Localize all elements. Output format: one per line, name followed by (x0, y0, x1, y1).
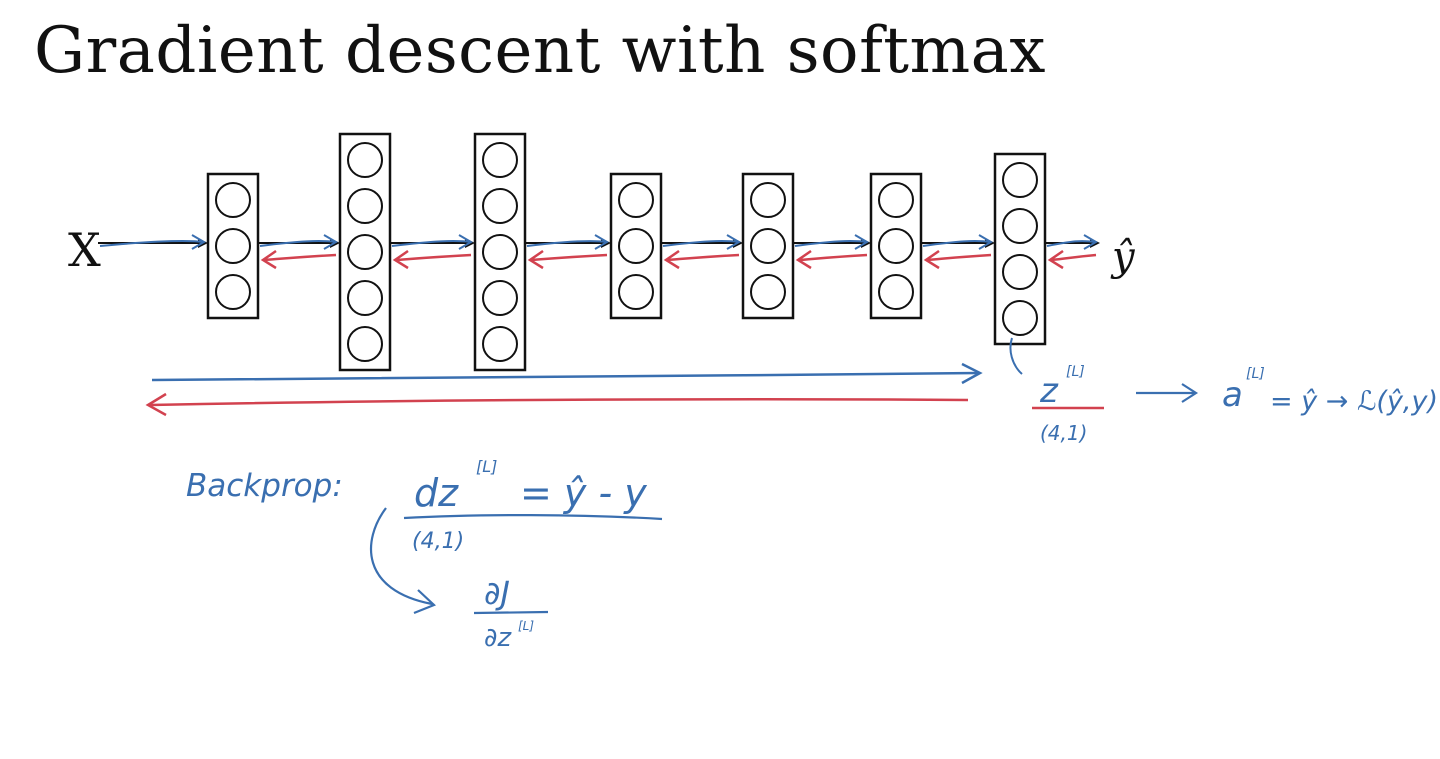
forward-pass-stroke (922, 240, 992, 247)
neuron (750, 228, 786, 264)
arrow-segment-2 (258, 234, 340, 270)
output-label-yhat: ŷ (1110, 234, 1136, 280)
network-layers (206, 132, 1047, 372)
neuron (482, 280, 518, 316)
dz-denominator: ∂z (484, 623, 512, 653)
dz-denominator-superscript: [L] (518, 619, 534, 633)
neuron (482, 188, 518, 224)
backward-pass-arrow (145, 392, 969, 417)
backward-pass-stroke (1050, 253, 1097, 262)
neuron (878, 228, 914, 264)
backprop-label: Backprop: (186, 468, 343, 504)
neuron (347, 280, 383, 316)
forward-pass-stroke (391, 240, 472, 247)
neuron (347, 326, 383, 362)
arrow-segment-1 (98, 234, 208, 250)
layer-arrows (98, 234, 1100, 270)
a-definition: = ŷ → ℒ(ŷ,y) (1270, 386, 1438, 417)
dz-superscript: [L] (476, 457, 497, 476)
forward-pass-stroke (259, 240, 337, 247)
dj-numerator: ∂J (484, 574, 510, 612)
z-shape: (4,1) (1040, 421, 1087, 445)
neuron (482, 326, 518, 362)
layer-2 (338, 132, 392, 372)
neuron (618, 182, 654, 218)
neuron (750, 182, 786, 218)
z-superscript: [L] (1066, 364, 1085, 380)
backward-pass-stroke (395, 253, 472, 262)
dz-symbol: dz (414, 471, 459, 515)
dz-shape: (4,1) (412, 529, 464, 554)
arrow-segment-4 (525, 234, 611, 270)
forward-pass-stroke (99, 240, 205, 247)
forward-pass-arrow (151, 362, 983, 385)
layer-7 (993, 152, 1047, 346)
neuron (1002, 254, 1038, 290)
neuron (878, 274, 914, 310)
arrow-segment-6 (793, 234, 871, 270)
neuron (347, 142, 383, 178)
backward-pass-stroke (263, 253, 337, 262)
neuron (347, 234, 383, 270)
forward-pass-stroke (662, 240, 740, 247)
layer-4 (609, 172, 663, 320)
a-symbol: a (1222, 375, 1243, 415)
arrow-segment-7 (921, 234, 995, 270)
z-annotation: z [L] (4,1) a [L] = ŷ → ℒ(ŷ,y) (1009, 337, 1438, 445)
neuron (215, 274, 251, 310)
forward-pass-stroke (794, 240, 868, 247)
dz-rhs: = ŷ - y (520, 471, 647, 515)
arrow-segment-8 (1045, 234, 1100, 270)
neuron (482, 234, 518, 270)
neuron (482, 142, 518, 178)
neuron (618, 228, 654, 264)
backprop-annotation: Backprop: dz [L] = ŷ - y (4,1) ∂J ∂z [L] (186, 457, 663, 653)
input-label-x: X (68, 223, 101, 277)
neuron (750, 274, 786, 310)
backward-pass-stroke (666, 253, 740, 262)
neuron (1002, 300, 1038, 336)
layer-3 (473, 132, 527, 372)
layer-6 (869, 172, 923, 320)
arrow-segment-5 (661, 234, 743, 270)
backward-pass-stroke (926, 253, 992, 262)
slide-title: Gradient descent with softmax (34, 14, 1046, 88)
curved-arrow (369, 507, 433, 606)
neuron (1002, 208, 1038, 244)
neuron (1002, 162, 1038, 198)
forward-pass-stroke (526, 240, 608, 247)
layer-1 (206, 172, 260, 320)
a-superscript: [L] (1246, 366, 1265, 382)
z-symbol: z (1039, 371, 1059, 411)
backward-pass-stroke (798, 253, 868, 262)
neuron (618, 274, 654, 310)
arrow-segment-3 (390, 234, 475, 270)
layer-5 (741, 172, 795, 320)
neuron (215, 182, 251, 218)
neuron (347, 188, 383, 224)
forward-pass-stroke (1046, 240, 1097, 247)
neuron (878, 182, 914, 218)
neuron (215, 228, 251, 264)
backward-pass-stroke (530, 253, 608, 262)
